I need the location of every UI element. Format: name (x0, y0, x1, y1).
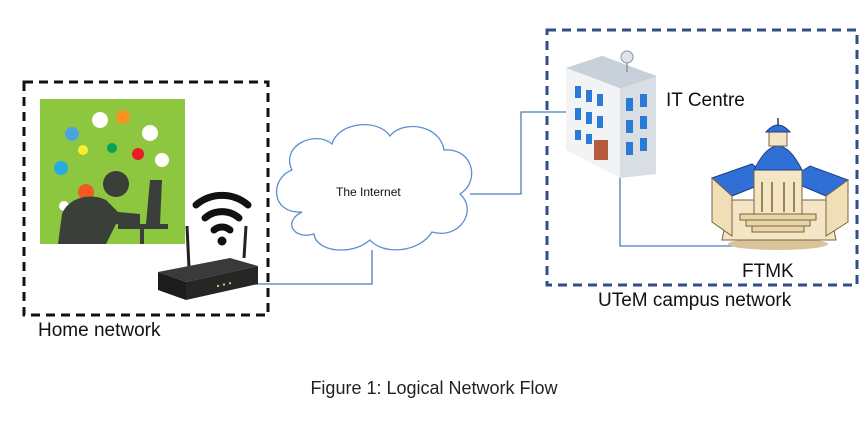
home-network-label: Home network (38, 320, 161, 341)
router-internet-link (253, 250, 373, 285)
it-centre-label: IT Centre (666, 90, 745, 111)
router-icon (158, 225, 258, 300)
network-links (253, 111, 746, 285)
internet-itcentre-link (470, 111, 566, 195)
campus-building-icon (711, 118, 850, 250)
person-laptop-icon (40, 99, 185, 244)
cloud-icon (276, 124, 473, 251)
campus-network-label: UTeM campus network (598, 290, 792, 311)
ftmk-label: FTMK (742, 261, 794, 282)
internet-label: The Internet (336, 185, 401, 199)
figure-caption: Figure 1: Logical Network Flow (310, 378, 558, 398)
campus-network-boundary (545, 28, 859, 287)
itcentre-ftmk-link (619, 168, 746, 247)
office-building-icon (566, 50, 656, 178)
wifi-icon (192, 191, 252, 246)
home-network-boundary (22, 80, 270, 317)
